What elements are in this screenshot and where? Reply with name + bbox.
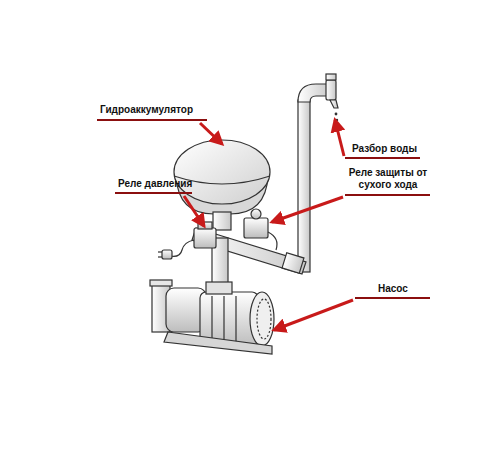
part-label: Разбор воды (352, 143, 417, 155)
part-label: Реле давления (118, 178, 192, 190)
pump (150, 280, 274, 354)
label-underlines (97, 120, 430, 298)
part-label: Гидроаккумулятор (100, 104, 193, 116)
leader-arrows (184, 120, 353, 330)
part-label: Реле защиты от сухого хода (343, 167, 433, 191)
pressure-switch (158, 222, 216, 259)
part-label: Насос (378, 283, 408, 295)
dry-run-relay (244, 209, 277, 250)
water-riser-pipe (298, 74, 338, 272)
